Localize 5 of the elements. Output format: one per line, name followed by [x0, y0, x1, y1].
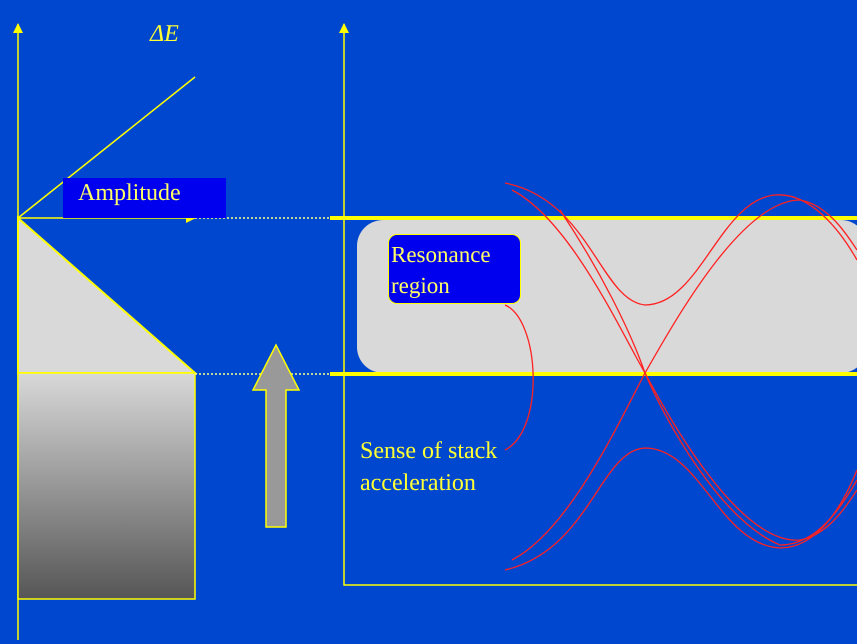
resonance-band — [357, 220, 857, 373]
region-label-box: Resonance region — [388, 234, 521, 304]
annotation-text: Sense of stack acceleration — [360, 437, 498, 498]
axis-label-box: Amplitude — [63, 178, 226, 218]
axis-label: ΔE — [150, 20, 180, 49]
